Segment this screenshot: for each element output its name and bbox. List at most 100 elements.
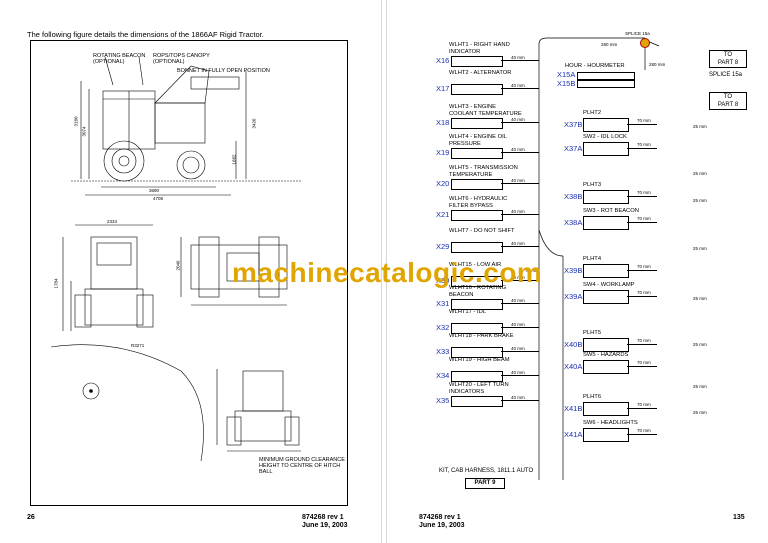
footer-date-right: June 19, 2003 xyxy=(419,522,465,529)
connector-id: X38A xyxy=(564,218,583,227)
dim-1784: 1784 xyxy=(53,278,59,289)
wire-line xyxy=(501,303,539,304)
distance-label: 40 mm xyxy=(511,209,525,214)
wire-line xyxy=(501,88,539,89)
wire-line xyxy=(501,122,539,123)
wlht-title: WLHT18 - PARK BRAKE xyxy=(449,333,514,339)
connector-box xyxy=(583,428,629,442)
wire-line xyxy=(627,124,657,125)
wire-line xyxy=(627,148,657,149)
connector-id: X37B xyxy=(564,120,583,129)
connector-box xyxy=(583,190,629,204)
dist-280: 280 mm xyxy=(601,42,618,47)
conn-x15b: X15B xyxy=(557,79,576,88)
wire-line xyxy=(501,60,539,61)
spacing-label: 25 mm xyxy=(693,124,707,129)
connector-box xyxy=(451,118,503,129)
wlht-title: WLHT15 - LOW AIR xyxy=(449,262,502,268)
wlht-title: WLHT17 - IDL xyxy=(449,309,487,315)
footer-page-right: 135 xyxy=(733,514,745,521)
spacing-label: 25 mm xyxy=(693,296,707,301)
distance-label: 70 mm xyxy=(637,190,651,195)
callout-canopy: ROPS/TOPS CANOPY (OPTIONAL) xyxy=(153,53,210,65)
dim-2046: 2046 xyxy=(175,260,181,271)
wire-line xyxy=(501,327,539,328)
distance-label: 70 mm xyxy=(637,360,651,365)
connector-box xyxy=(451,299,503,310)
wire-line xyxy=(501,214,539,215)
connector-box xyxy=(451,179,503,190)
footer-doc-left: 874268 rev 1 xyxy=(302,514,344,521)
splice-label: SPLICE 15a xyxy=(709,72,743,78)
connector-id: X18 xyxy=(436,118,450,127)
connector-id: X40A xyxy=(564,362,583,371)
dim-4708: 4708 xyxy=(153,196,164,201)
right-page: SPLICE 15a TO PART 8 SPLICE 15a TO PART … xyxy=(386,0,768,543)
connector-id: X37A xyxy=(564,144,583,153)
wire-line xyxy=(501,400,539,401)
connector-box xyxy=(583,360,629,374)
tractor-dimension-figure: ROTATING BEACON (OPTIONAL) ROPS/TOPS CAN… xyxy=(30,40,348,506)
switch-title: SW6 - HEADLIGHTS xyxy=(583,420,638,426)
callout-bonnet: BONNET IN FULLY OPEN POSITION xyxy=(177,68,270,74)
spacing-label: 25 mm xyxy=(693,410,707,415)
kit-title: KIT, CAB HARNESS, 1811.1 AUTO xyxy=(439,468,534,474)
dist-280b: 280 mm xyxy=(649,62,666,67)
left-page: The following figure details the dimensi… xyxy=(0,0,382,543)
distance-label: 70 mm xyxy=(637,338,651,343)
spacing-label: 25 mm xyxy=(693,198,707,203)
wlht-title: WLHT4 - ENGINE OIL PRESSURE xyxy=(449,134,507,147)
connector-box xyxy=(583,118,629,132)
connector-box xyxy=(451,148,503,159)
wire-line xyxy=(501,280,539,281)
connector-id: X16 xyxy=(436,56,450,65)
footer-date-left: June 19, 2003 xyxy=(302,522,348,529)
footer-doc-right: 874268 rev 1 xyxy=(419,514,461,521)
dim-3426: 3426 xyxy=(251,118,257,129)
switch-title: SW2 - IDL LOCK xyxy=(583,134,627,140)
wlht-title: WLHT20 - LEFT TURN INDICATORS xyxy=(449,382,509,395)
connector-box xyxy=(451,242,503,253)
dim-r3271: R3271 xyxy=(131,343,145,348)
wire-line xyxy=(501,375,539,376)
wlht-title: WLHT1 - RIGHT HAND INDICATOR xyxy=(449,42,510,55)
wlht-title: WLHT5 - TRANSMISSION TEMPERATURE xyxy=(449,165,518,178)
connector-box xyxy=(583,338,629,352)
connector-box xyxy=(583,216,629,230)
dim-2334: 2334 xyxy=(107,219,118,224)
distance-label: 70 mm xyxy=(637,402,651,407)
distance-label: 70 mm xyxy=(637,216,651,221)
connector-box xyxy=(451,210,503,221)
splice-icon xyxy=(640,38,650,48)
connector-id: X33 xyxy=(436,347,450,356)
distance-label: 70 mm xyxy=(637,264,651,269)
distance-label: 40 mm xyxy=(511,370,525,375)
spacing-label: 25 mm xyxy=(693,384,707,389)
connector-id: X38B xyxy=(564,192,583,201)
distance-label: 40 mm xyxy=(511,275,525,280)
footer-page-left: 26 xyxy=(27,514,35,521)
wire-line xyxy=(501,183,539,184)
to-part-8-b[interactable]: TO PART 8 xyxy=(709,92,747,110)
switch-title: SW5 - HAZARDS xyxy=(583,352,629,358)
switch-title: PLHT5 xyxy=(583,330,602,336)
spacing-label: 25 mm xyxy=(693,342,707,347)
connector-box xyxy=(451,371,503,382)
distance-label: 40 mm xyxy=(511,395,525,400)
spacing-label: 25 mm xyxy=(693,171,707,176)
to-part-8-a[interactable]: TO PART 8 xyxy=(709,50,747,68)
to-part-8-b-text: TO PART 8 xyxy=(717,94,739,108)
wlht-title: WLHT7 - DO NOT SHIFT xyxy=(449,228,515,234)
switch-title: SW3 - ROT BEACON xyxy=(583,208,639,214)
connector-id: X17 xyxy=(436,84,450,93)
wire-line xyxy=(627,270,657,271)
distance-label: 70 mm xyxy=(637,118,651,123)
connector-id: X40B xyxy=(564,340,583,349)
to-part-8-a-text: TO PART 8 xyxy=(717,52,739,66)
switch-title: PLHT4 xyxy=(583,256,602,262)
splice-top-label: SPLICE 15a xyxy=(625,31,650,36)
dim-3690: 3690 xyxy=(149,188,160,193)
wire-line xyxy=(627,344,657,345)
connector-box xyxy=(451,84,503,95)
switch-title: PLHT3 xyxy=(583,182,602,188)
